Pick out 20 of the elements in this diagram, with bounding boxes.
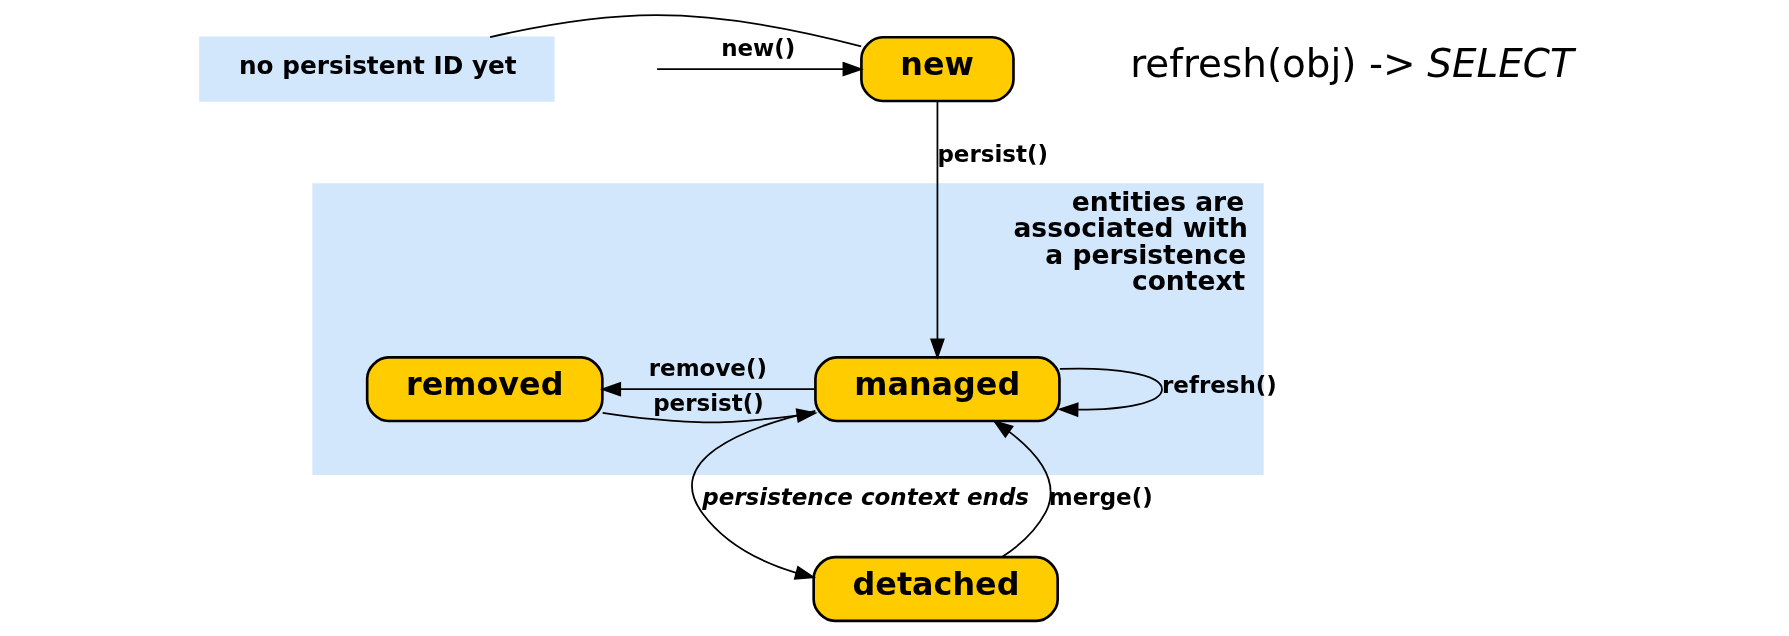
arrow (599, 381, 816, 397)
node-box: managed (813, 356, 1061, 423)
edge-label: remove() (648, 354, 767, 381)
node-box: detached (811, 555, 1059, 623)
node-box: removed (365, 356, 604, 423)
arrow (1056, 367, 1163, 418)
arrow (991, 419, 1051, 558)
arrow (690, 409, 816, 580)
arrow (929, 100, 945, 360)
node-box: new (859, 35, 1015, 103)
arrow (655, 61, 864, 77)
edge-label: merge() (1048, 483, 1153, 510)
edge-label: refresh() (1161, 372, 1277, 399)
node-box: no persistent ID yet (198, 36, 555, 102)
connector (488, 14, 862, 48)
edge-label: new() (720, 34, 795, 61)
edge-label: persistence context ends (701, 483, 1029, 510)
edge-label: persist() (652, 390, 764, 417)
arrow (601, 408, 818, 424)
edge-label: persist() (936, 140, 1048, 167)
